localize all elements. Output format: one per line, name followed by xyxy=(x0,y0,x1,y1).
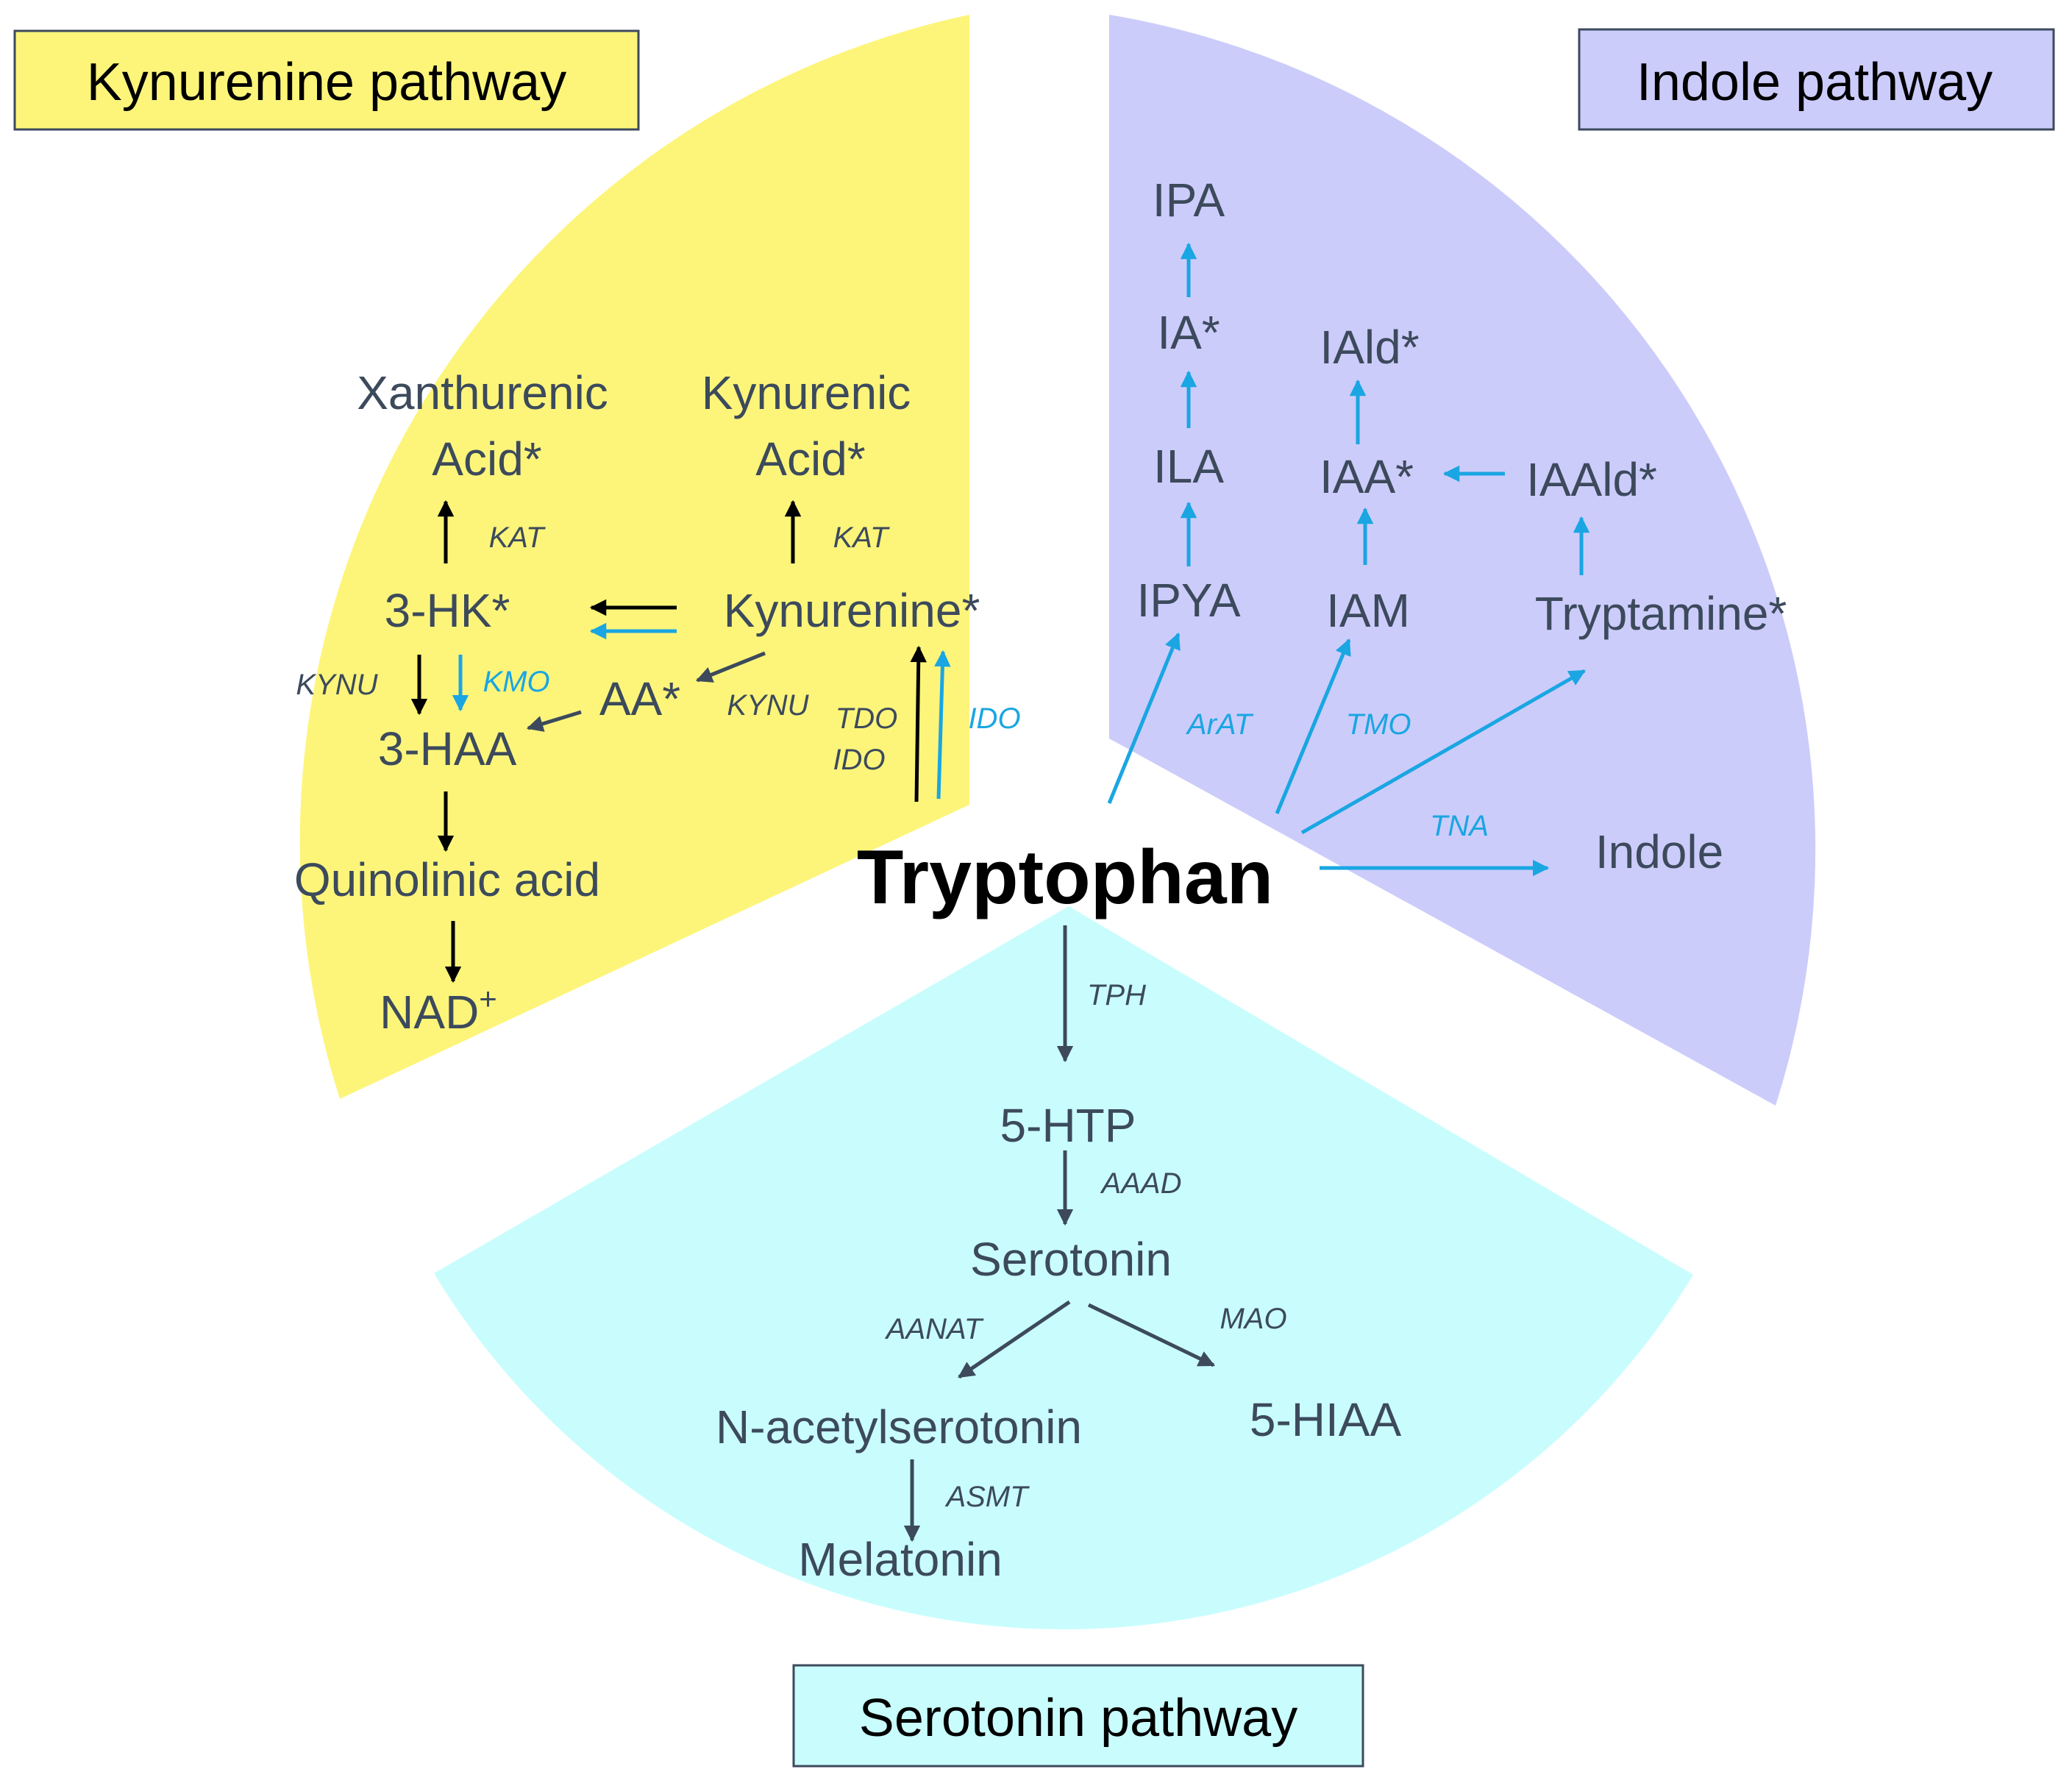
enzyme-arat: ArAT xyxy=(1186,708,1254,741)
enzyme-mao: MAO xyxy=(1220,1303,1286,1335)
tryptamine-label: Tryptamine* xyxy=(1535,587,1787,640)
kynurenine-pathway-title: Kynurenine pathway xyxy=(87,53,566,112)
enzyme-tph: TPH xyxy=(1087,979,1146,1011)
ipa-label: IPA xyxy=(1153,174,1225,227)
ipya-label: IPYA xyxy=(1136,574,1240,627)
enzyme-kynu-1: KYNU xyxy=(296,669,378,701)
serotonin-sector xyxy=(434,906,1693,1630)
nad-label: NAD+ xyxy=(380,981,497,1039)
kynurenic-acid-label-line2: Acid* xyxy=(755,433,865,485)
indole-arrows xyxy=(1107,242,1590,877)
nad-text: NAD xyxy=(380,986,479,1039)
aa-label: AA* xyxy=(599,672,680,725)
xanthurenic-acid-label-line2: Acid* xyxy=(432,433,541,485)
ia-label: IA* xyxy=(1157,306,1220,359)
indole-label: Indole xyxy=(1595,825,1723,878)
iaa-label: IAA* xyxy=(1320,450,1414,503)
enzyme-aaad: AAAD xyxy=(1100,1167,1182,1200)
kynurenine-enzymes: KAT KAT KYNU KMO KYNU TDO IDO IDO xyxy=(296,522,1020,776)
kynurenine-metabolites: Xanthurenic Acid* Kynurenic Acid* 3-HK* … xyxy=(294,366,980,1039)
arrow-tryptophan-to-kynurenine-black xyxy=(910,645,927,803)
iaald-label: IAAld* xyxy=(1526,453,1657,506)
htp-label: 5-HTP xyxy=(1000,1099,1136,1152)
kynurenine-sector xyxy=(299,15,970,1099)
kynurenine-label: Kynurenine* xyxy=(724,584,980,637)
nad-superscript: + xyxy=(479,981,497,1016)
indole-metabolites: IPA IA* IAld* ILA IAA* IAAld* IPYA IAM T… xyxy=(1136,174,1787,878)
arrow-tryptophan-to-iam xyxy=(1275,638,1351,814)
arrow-serotonin-to-nacetyl xyxy=(958,1300,1071,1379)
iald-label: IAld* xyxy=(1320,321,1419,374)
arrow-kynurenine-to-aa xyxy=(695,651,766,683)
indole-enzymes: ArAT TMO TNA xyxy=(1186,708,1489,842)
arrow-aa-to-haa xyxy=(526,710,582,732)
serotonin-metabolites: 5-HTP Serotonin N-acetylserotonin 5-HIAA… xyxy=(716,1099,1401,1586)
serotonin-title-box: Serotonin pathway xyxy=(792,1664,1364,1768)
enzyme-asmt: ASMT xyxy=(944,1481,1030,1513)
kynurenic-acid-label-line1: Kynurenic xyxy=(702,366,911,419)
serotonin-enzymes: TPH AAAD AANAT MAO ASMT xyxy=(885,979,1287,1513)
indole-pathway-title: Indole pathway xyxy=(1637,53,1993,112)
tryptophan-label: Tryptophan xyxy=(857,835,1273,920)
xanthurenic-acid-label-line1: Xanthurenic xyxy=(357,366,608,419)
kynurenine-arrows xyxy=(410,499,951,983)
melatonin-label: Melatonin xyxy=(798,1533,1003,1586)
enzyme-tmo: TMO xyxy=(1346,708,1411,741)
haa-label: 3-HAA xyxy=(378,722,517,775)
enzyme-kynu-2: KYNU xyxy=(727,689,809,722)
kynurenine-title-box: Kynurenine pathway xyxy=(13,29,640,131)
arrow-tryptophan-to-ipya xyxy=(1107,632,1181,804)
enzyme-kmo: KMO xyxy=(483,666,549,698)
arrow-serotonin-to-hiaa xyxy=(1087,1303,1216,1367)
quinolinic-acid-label: Quinolinic acid xyxy=(294,853,600,906)
enzyme-aanat: AANAT xyxy=(885,1313,984,1345)
sectors xyxy=(299,15,1816,1630)
enzyme-kat-2: KAT xyxy=(833,522,890,554)
enzyme-ido-black: IDO xyxy=(833,744,885,776)
5-hiaa-label: 5-HIAA xyxy=(1250,1393,1402,1446)
enzyme-tna: TNA xyxy=(1430,810,1489,842)
ila-label: ILA xyxy=(1153,440,1224,493)
enzyme-ido-blue: IDO xyxy=(968,702,1020,735)
enzyme-tdo: TDO xyxy=(836,702,897,735)
serotonin-pathway-title: Serotonin pathway xyxy=(859,1689,1297,1748)
indole-sector xyxy=(1109,15,1816,1106)
serotonin-label: Serotonin xyxy=(970,1233,1172,1286)
arrow-tryptophan-to-tryptamine xyxy=(1300,669,1586,835)
serotonin-arrows xyxy=(903,925,1216,1543)
arrow-tryptophan-to-kynurenine-blue xyxy=(934,650,951,800)
indole-title-box: Indole pathway xyxy=(1578,28,2055,131)
iam-label: IAM xyxy=(1326,584,1410,637)
enzyme-kat-1: KAT xyxy=(489,522,546,554)
n-acetylserotonin-label: N-acetylserotonin xyxy=(716,1401,1082,1453)
hk-label: 3-HK* xyxy=(385,584,510,637)
